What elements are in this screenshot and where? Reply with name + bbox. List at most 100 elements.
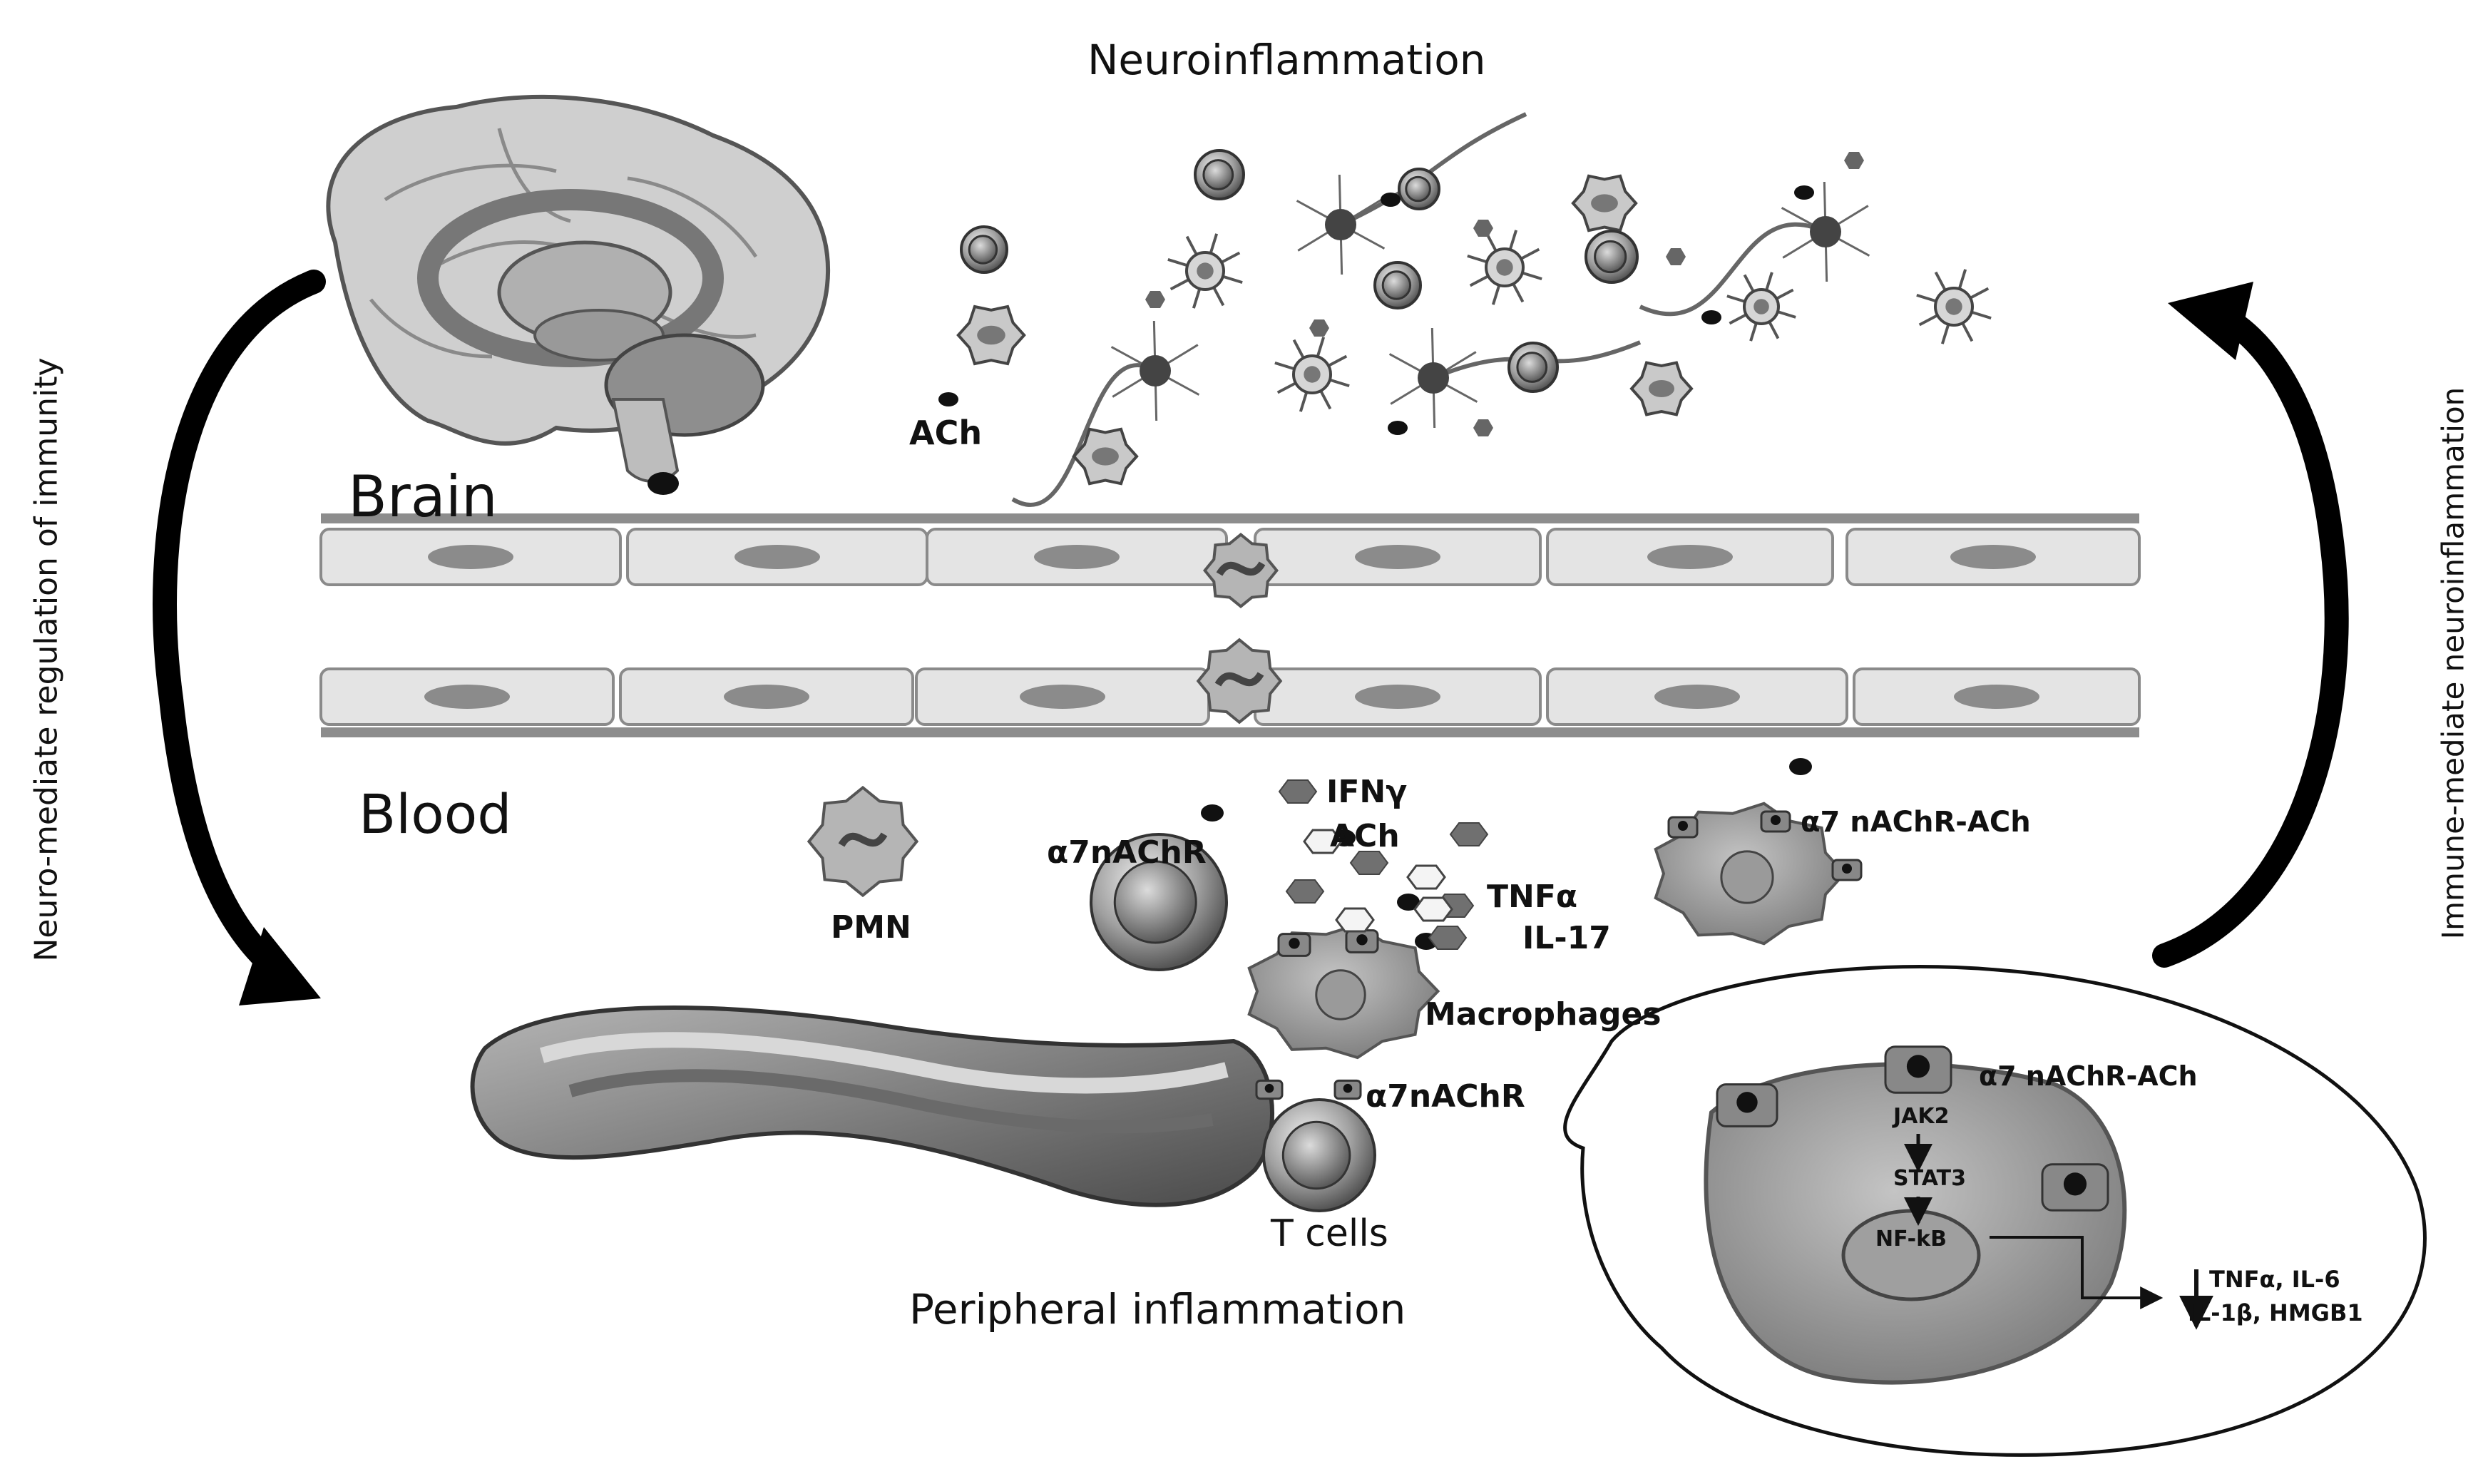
ach-label: ACh — [1330, 818, 1400, 854]
signaling-inset — [1563, 965, 2427, 1457]
nachr-receptor — [2041, 1163, 2109, 1212]
bound-acetylcholine — [1356, 934, 1368, 946]
astrocyte-nucleus — [1197, 262, 1214, 280]
inset-output-line1: TNFα, IL-6 — [2209, 1266, 2340, 1293]
acetylcholine-molecule — [1201, 804, 1224, 822]
pmn-cell — [807, 785, 919, 898]
immune-cell — [1090, 833, 1228, 971]
cytokine-molecule — [1428, 926, 1468, 950]
left-side-label: Neuro-mediate regulation of immunity — [28, 357, 65, 962]
nachr-receptor — [1345, 929, 1379, 953]
endothelial-nucleus — [424, 685, 510, 709]
acetylcholine-molecule — [1381, 193, 1401, 207]
endothelial-nucleus — [1034, 545, 1120, 569]
bound-acetylcholine — [1906, 1055, 1930, 1078]
brain-ach-label: ACh — [909, 414, 983, 452]
endothelial-nucleus — [1020, 685, 1105, 709]
inset-output-line2: IL-1β, HMGB1 — [2188, 1299, 2363, 1326]
peripheral-inflammation-title: Peripheral inflammation — [909, 1285, 1406, 1334]
cytokine-molecule — [1666, 248, 1686, 265]
immune-cell — [960, 225, 1008, 274]
endothelial-nucleus — [428, 545, 513, 569]
peripheral-tissue — [470, 1005, 1274, 1207]
microglia — [1571, 174, 1638, 232]
pmn-lobed-nucleus — [838, 832, 888, 847]
blood-label: Blood — [359, 782, 512, 846]
acetylcholine-molecule — [1388, 421, 1408, 435]
left-cycle-arrow-head — [239, 927, 321, 1005]
neuron-soma — [1140, 355, 1171, 387]
astrocyte — [1274, 337, 1350, 412]
astrocyte-nucleus — [1754, 299, 1769, 314]
endothelial-nucleus — [724, 685, 809, 709]
neuron-axon — [1339, 112, 1527, 227]
cytokine-molecule — [1309, 319, 1329, 337]
bound-acetylcholine — [1736, 1092, 1758, 1113]
diagram-title: Neuroinflammation — [1087, 36, 1486, 84]
nachr-receptor — [1884, 1045, 1952, 1094]
right-cycle-arrow-head — [2168, 282, 2253, 360]
pmn-label: PMN — [831, 909, 911, 946]
stat3-label: STAT3 — [1893, 1166, 1966, 1191]
cytokine-molecule-light — [1303, 829, 1343, 854]
acetylcholine-molecule — [938, 392, 958, 406]
a7nachr-ach-label-1: α7 nAChR-ACh — [1801, 806, 2031, 839]
neuron-axon — [1639, 222, 1827, 317]
neuron-soma — [1418, 362, 1449, 394]
cytokine-molecule-light — [1406, 864, 1446, 890]
immune-cell — [1262, 1098, 1376, 1212]
astrocyte-nucleus — [1304, 366, 1321, 383]
nfkb-label: NF-kB — [1875, 1227, 1947, 1252]
immune-cell — [1398, 168, 1440, 210]
acetylcholine-molecule — [1789, 758, 1812, 775]
right-side-label: Immune-mediate neuroinflammation — [2435, 387, 2471, 940]
microglia-nucleus — [1092, 447, 1119, 466]
endothelial-nucleus — [1950, 545, 2036, 569]
pmn-cell — [1203, 533, 1279, 608]
cytokine-molecule — [1844, 152, 1864, 169]
nachr-receptor — [1667, 816, 1699, 839]
bound-acetylcholine — [1289, 938, 1300, 949]
nachr-receptor — [1277, 933, 1311, 957]
macrophage-nucleus — [1720, 850, 1774, 904]
nachr-receptor — [1255, 1079, 1284, 1100]
blood-vessel — [319, 513, 2141, 737]
bound-acetylcholine — [1343, 1083, 1353, 1093]
endothelial-nucleus — [1355, 545, 1440, 569]
microglia-nucleus — [977, 325, 1005, 345]
pmn-lobed-nucleus — [1216, 561, 1266, 576]
cell-nucleus — [1516, 352, 1548, 383]
macrophages-label: Macrophages — [1425, 996, 1662, 1033]
right-cycle-arrow — [2152, 302, 2349, 968]
a7nachr-label-2: α7nAChR — [1366, 1078, 1525, 1115]
cytokine-molecule — [1145, 291, 1165, 308]
nachr-receptor — [1831, 859, 1863, 881]
immune-cell — [1584, 230, 1639, 284]
endothelial-nucleus — [1654, 685, 1740, 709]
cytokine-molecule — [1278, 779, 1318, 804]
bound-acetylcholine — [1264, 1083, 1274, 1093]
cytokine-molecule — [1349, 851, 1389, 875]
tnfa-label: TNFα — [1487, 879, 1578, 915]
cytokine-molecule — [1449, 822, 1489, 846]
immune-cell — [1194, 149, 1245, 200]
left-cycle-arrow — [153, 270, 326, 986]
ifng-label: IFNγ — [1326, 774, 1408, 810]
acetylcholine-molecule — [1701, 310, 1721, 324]
cytokine-molecule — [1473, 419, 1493, 436]
astrocyte — [1467, 230, 1542, 305]
microglia-nucleus — [1591, 194, 1618, 213]
blood-cells — [807, 533, 1863, 1212]
cytokine-molecule — [1285, 879, 1325, 904]
inset-output-arrow — [1990, 1236, 2164, 1309]
tcells-label: T cells — [1271, 1212, 1388, 1255]
macrophage — [1247, 923, 1440, 1060]
neuron-soma — [1810, 216, 1841, 247]
cell-nucleus — [968, 235, 998, 265]
cell-nucleus — [1405, 175, 1431, 203]
cell-nucleus — [1113, 860, 1197, 944]
bound-acetylcholine — [1771, 815, 1781, 825]
astrocyte-nucleus — [1496, 259, 1513, 276]
